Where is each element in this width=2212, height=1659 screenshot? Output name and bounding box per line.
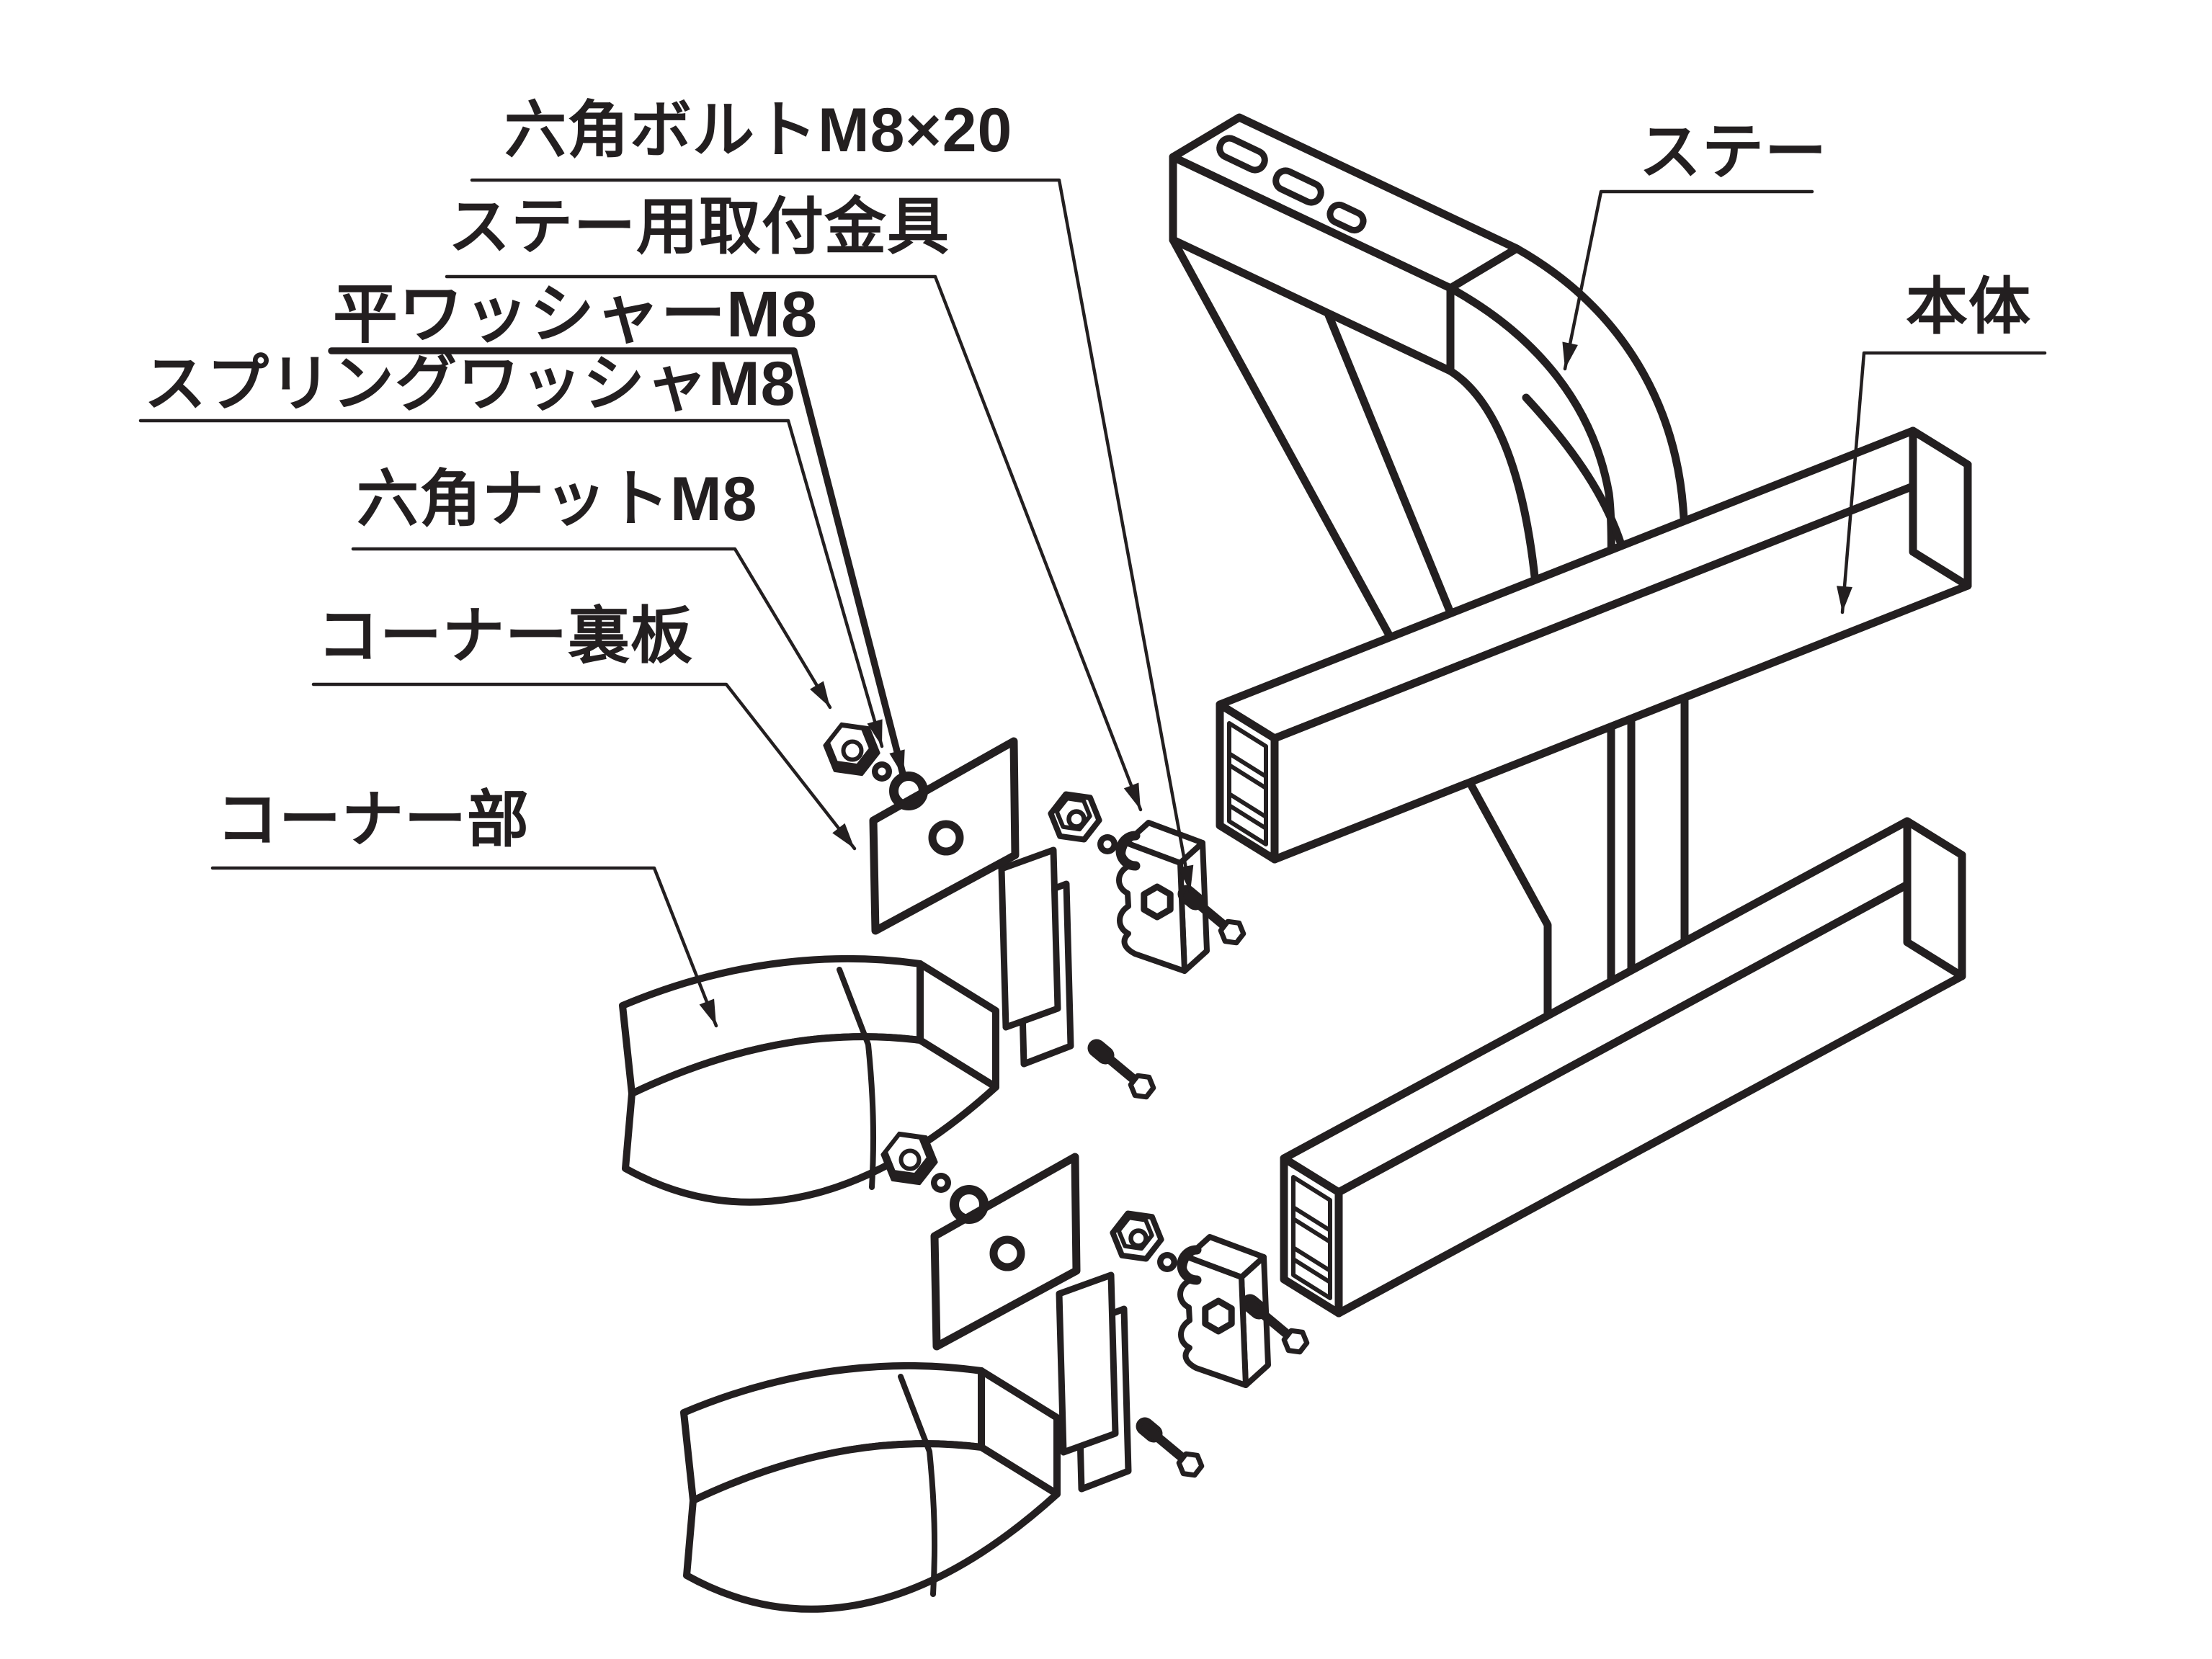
corner-liner-plates [1002,850,1071,1064]
corner-back-plate [935,1157,1076,1346]
leader-corner-back-plate [311,682,857,851]
label-stay-bracket: ステー用取付金具 [448,192,950,261]
label-corner-back-plate: コーナー裏板 [317,602,693,671]
label-hex-bolt: 六角ボルトM8×20 [504,96,1013,165]
corner-piece [623,959,996,1202]
leader-spring-washer [138,419,884,748]
flat-washer [955,1190,984,1220]
corner-back-plate [873,741,1015,931]
corner-piece [684,1366,1057,1609]
hex-nut-2 [1112,1214,1161,1259]
lower-rail-end-face [1903,817,1966,980]
corner-assembly-upper [623,724,1244,1202]
label-corner-section: コーナー部 [216,785,530,854]
leader-lines [138,178,2047,1028]
stay-brace-edge-2 [1324,309,1454,615]
leader-corner-section [210,866,718,1028]
label-spring-washer: スプリングワッシャM8 [144,349,796,419]
stay-part [1169,113,1690,1036]
hex-nut [824,724,878,774]
upper-rail-end-face [1909,426,1972,590]
leader-stay-bracket [445,274,1143,812]
stay-head-front-face [1169,153,1455,375]
corner-liner-plates [1059,1275,1128,1489]
spring-washer [931,1173,951,1193]
label-flat-washer: 平ワッシャーM8 [333,279,819,351]
flat-washer [894,777,924,806]
leader-stay [1562,189,1814,371]
label-stay: ステー [1639,117,1827,187]
leader-body [1837,351,2047,614]
corner-assembly-lower [684,1133,1307,1609]
hex-bolt-2 [1097,1048,1154,1097]
spring-washer-2 [1097,834,1118,854]
spring-washer-2 [1157,1252,1177,1272]
spring-washer [872,761,892,782]
body-rail-upper [1216,426,1972,864]
body-rail-lower [1280,817,1966,1318]
label-hex-nut: 六角ナットM8 [357,465,758,534]
stay-front-curve [1446,367,1540,595]
leader-hex-bolt [470,178,1194,894]
stay-head-slots [1216,135,1367,234]
label-body: 本体 [1906,272,2031,341]
leader-hex-nut [351,547,832,710]
stay-brace-edge [1169,236,1552,1036]
leader-flat-washer [328,347,907,780]
hex-nut-2 [1051,795,1099,840]
hex-bolt-2 [1145,1426,1202,1475]
